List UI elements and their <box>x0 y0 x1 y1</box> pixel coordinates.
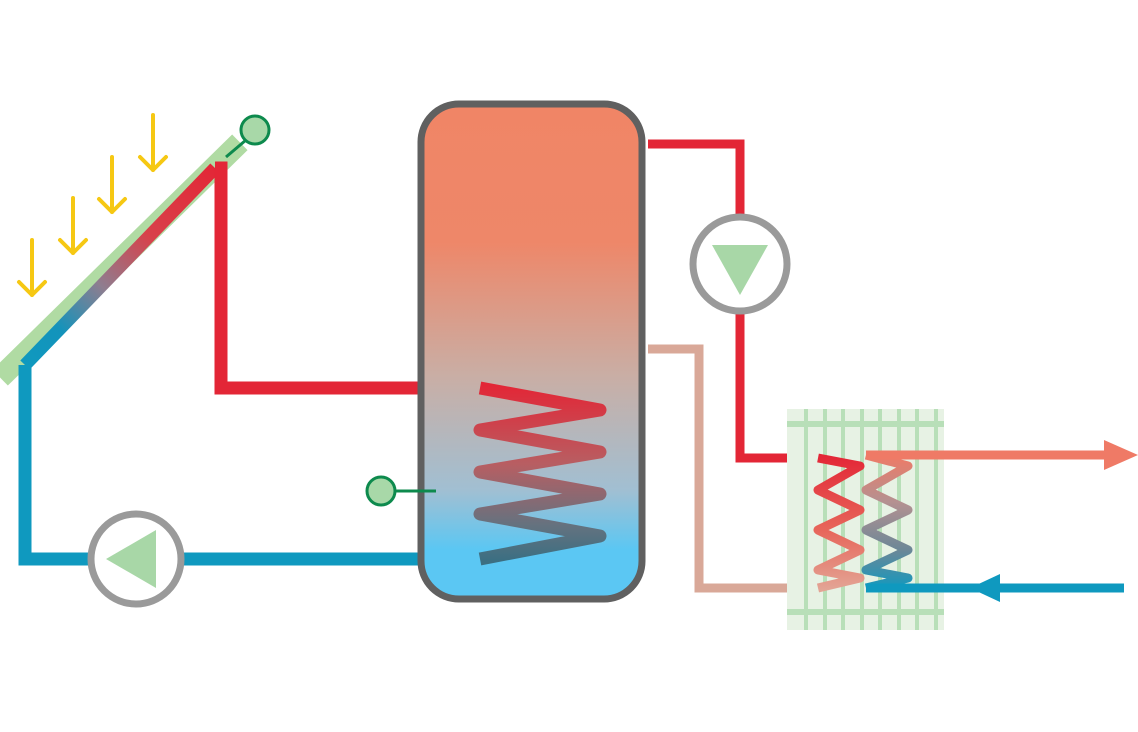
pump-direction-left-icon <box>106 530 156 588</box>
collector-absorber-pipe <box>20 163 220 370</box>
sun-ray-arrows <box>17 113 168 297</box>
hot-water-outlet <box>866 440 1138 470</box>
sun-ray-arrow-icon <box>17 238 47 297</box>
collector-temperature-sensor <box>225 114 271 159</box>
solar-return-pipe <box>18 365 480 566</box>
sun-ray-arrow-icon <box>138 113 168 172</box>
solar-circuit-pump <box>87 510 185 608</box>
exchanger-secondary-coil <box>861 450 913 593</box>
solar-flow-pipe <box>214 161 480 395</box>
tank-temperature-sensor <box>365 475 436 507</box>
heat-exchanger-coil <box>473 381 607 566</box>
discharge-return-pipe <box>648 344 820 593</box>
discharge-pump <box>689 213 791 315</box>
plate-heat-exchanger <box>787 409 944 630</box>
inlet-arrow-left-icon <box>970 574 1000 602</box>
exchanger-primary-coil <box>813 453 865 593</box>
cold-water-inlet <box>866 574 1124 602</box>
outlet-arrow-right-icon <box>1104 440 1138 470</box>
pump-direction-down-icon <box>712 245 768 295</box>
sun-ray-arrow-icon <box>97 155 127 214</box>
sun-ray-arrow-icon <box>58 196 88 255</box>
